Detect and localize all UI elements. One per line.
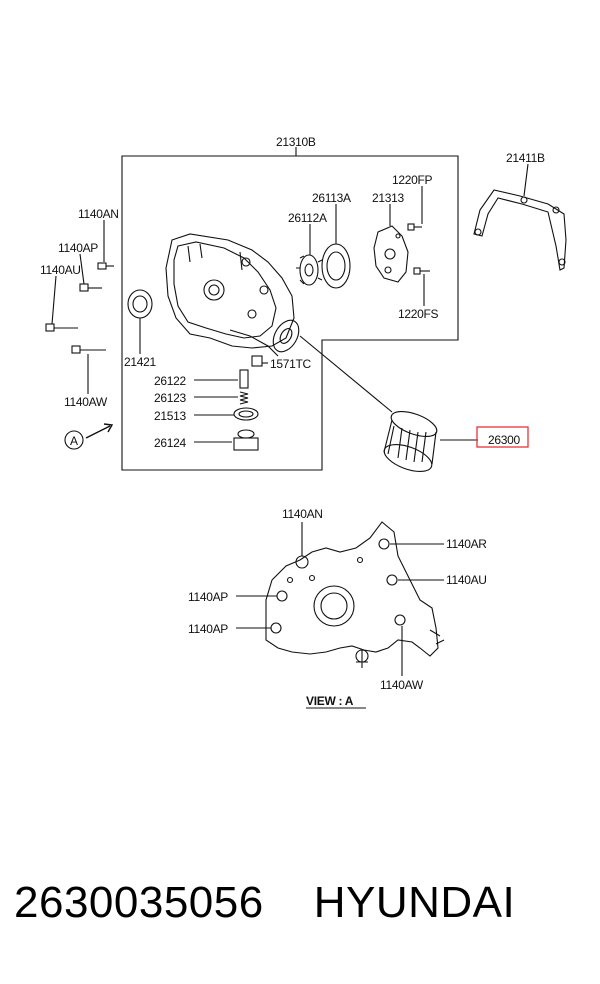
plunger — [239, 369, 249, 389]
plug-1571tc — [251, 355, 263, 367]
oil-seal — [127, 289, 153, 319]
label-view-marker: A — [70, 434, 78, 448]
cover-plate — [373, 225, 409, 283]
label-seal: 21421 — [124, 355, 156, 369]
label-gear-outer: 26113A — [312, 191, 351, 205]
label-view-ap-top: 1140AP — [188, 590, 228, 604]
bolt-1140aw — [71, 345, 106, 354]
oil-filter — [383, 410, 438, 472]
label-plunger: 26122 — [154, 374, 186, 388]
bracket-21411b — [473, 189, 567, 271]
outer-gear — [321, 243, 351, 289]
label-bolt-an: 1140AN — [78, 207, 119, 221]
inner-gear — [296, 254, 323, 286]
label-view-ap-bottom: 1140AP — [188, 622, 228, 636]
bolt-1220fp — [407, 223, 422, 231]
label-cap: 26124 — [154, 436, 186, 450]
label-gear-inner: 26112A — [288, 211, 327, 225]
label-view-aw: 1140AW — [380, 678, 424, 692]
label-bolt-fs: 1220FS — [398, 307, 439, 321]
view-arrow-icon — [85, 423, 114, 439]
label-filter: 26300 — [488, 433, 520, 447]
cap — [233, 429, 259, 451]
bolt-1140au — [45, 323, 78, 332]
label-bracket: 21411B — [506, 151, 545, 165]
oil-pump-body — [165, 233, 295, 357]
label-view-title: VIEW : A — [306, 694, 354, 708]
view-a-leaders — [236, 522, 444, 676]
label-view-an: 1140AN — [282, 507, 323, 521]
filter-highlight-box — [476, 426, 529, 448]
label-bolt-aw: 1140AW — [64, 395, 108, 409]
gasket — [233, 407, 259, 421]
brand-name: HYUNDAI — [313, 878, 516, 927]
label-bolt-au: 1140AU — [40, 263, 81, 277]
bolt-1140an — [97, 262, 114, 270]
footer-caption: 2630035056 HYUNDAI — [14, 878, 594, 928]
bolt-1220fs — [413, 267, 430, 275]
filter-leader — [299, 335, 393, 413]
label-view-ar: 1140AR — [446, 537, 487, 551]
pump-outlet-flange — [272, 319, 300, 353]
label-spring: 26123 — [154, 391, 186, 405]
view-marker-circle — [64, 430, 84, 450]
leader-1140ap — [79, 253, 85, 285]
assembly-frame — [121, 155, 459, 471]
label-gasket: 21513 — [154, 409, 186, 423]
label-bolt-ap: 1140AP — [58, 241, 98, 255]
label-view-au: 1140AU — [446, 573, 487, 587]
label-plate: 21313 — [372, 191, 404, 205]
bolt-1140ap — [79, 283, 102, 292]
leader-1140au — [51, 275, 57, 325]
part-number: 2630035056 — [14, 878, 264, 927]
label-bolt-fp: 1220FP — [392, 173, 433, 187]
spring — [239, 391, 249, 405]
label-frame-title: 21310B — [276, 135, 316, 149]
label-plug-tc: 1571TC — [270, 357, 312, 371]
leader-21411b — [523, 163, 529, 197]
